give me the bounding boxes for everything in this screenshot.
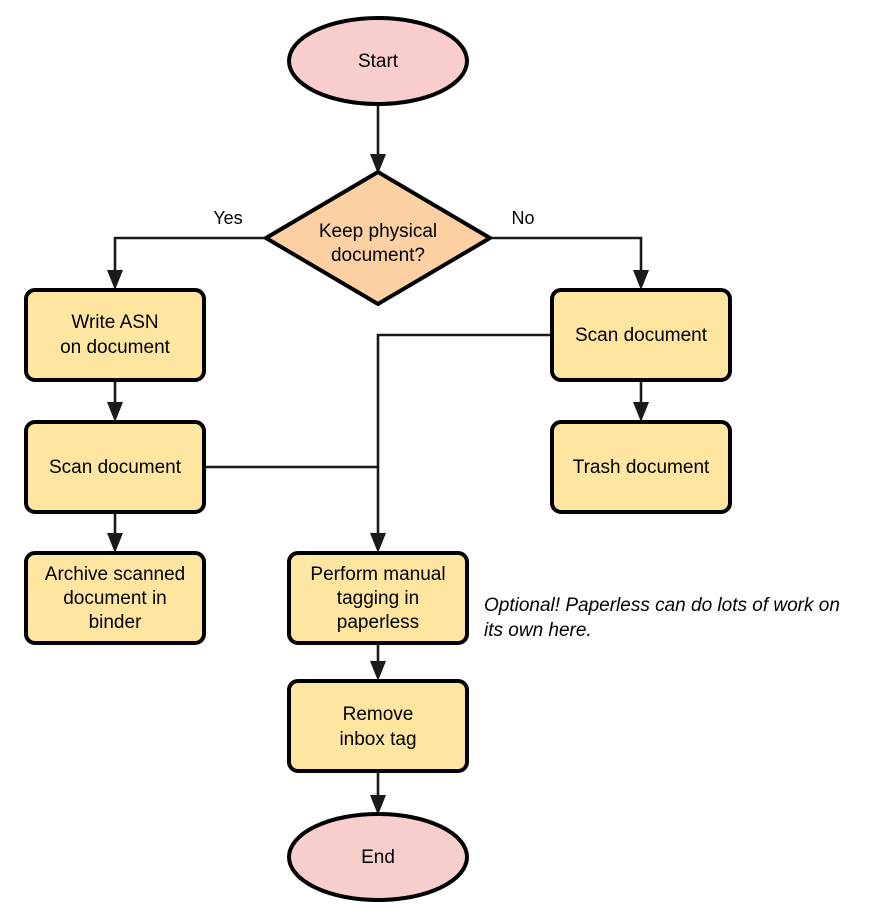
node-archive-scanned-document[interactable]: Archive scanned document in binder (24, 551, 206, 645)
edge-start-to-decision (370, 104, 386, 174)
edge-label-yes: Yes (213, 208, 242, 228)
arrowhead-icon (370, 795, 386, 815)
decision-diamond-shape[interactable] (264, 170, 492, 306)
scan-document-left-box-shape[interactable] (24, 420, 206, 514)
start-label: Start (358, 51, 399, 72)
edge-line-segment (376, 333, 552, 543)
edge-layer: Yes No (107, 104, 649, 815)
archive-label-line3: binder (89, 612, 142, 633)
scan-document-right-box-shape[interactable] (550, 288, 732, 382)
annotation-line1: Optional! Paperless can do lots of work … (484, 595, 840, 616)
edge-decision-yes-to-write-asn: Yes (107, 208, 265, 290)
edge-line-segment (490, 236, 643, 280)
trash-document-label: Trash document (573, 457, 710, 478)
edge-remove-inbox-to-end (370, 771, 386, 815)
arrowhead-icon (633, 270, 649, 290)
node-decision-keep-physical-document[interactable]: Keep physical document? (264, 170, 492, 306)
edge-decision-no-to-scan-right: No (490, 208, 649, 290)
arrowhead-icon (633, 402, 649, 422)
edge-write-asn-to-scan-left (107, 380, 123, 422)
annotation-optional-note: Optional! Paperless can do lots of work … (484, 595, 840, 641)
start-ellipse-shape[interactable] (287, 16, 469, 106)
node-scan-document-left[interactable]: Scan document (24, 420, 206, 514)
tagging-box-shape[interactable] (287, 551, 469, 645)
edge-tagging-to-remove-inbox (370, 643, 386, 681)
node-write-asn-on-document[interactable]: Write ASN on document (24, 288, 206, 382)
remove-inbox-label-line2: inbox tag (339, 729, 416, 750)
write-asn-box-shape[interactable] (24, 288, 206, 382)
scan-document-right-label: Scan document (575, 325, 708, 346)
decision-label-line2: document? (331, 245, 425, 266)
decision-label-line1: Keep physical (319, 221, 437, 242)
arrowhead-icon (370, 533, 386, 553)
arrowhead-icon (370, 661, 386, 681)
node-trash-document[interactable]: Trash document (550, 420, 732, 514)
end-ellipse-shape[interactable] (287, 812, 469, 902)
node-perform-manual-tagging[interactable]: Perform manual tagging in paperless (287, 551, 469, 645)
arrowhead-icon (107, 533, 123, 553)
edge-scan-right-to-tagging (370, 333, 552, 553)
node-scan-document-right[interactable]: Scan document (550, 288, 732, 382)
remove-inbox-box-shape[interactable] (287, 679, 469, 773)
arrowhead-icon (107, 270, 123, 290)
write-asn-label-line2: on document (60, 337, 171, 358)
arrowhead-icon (370, 154, 386, 174)
scan-document-left-label: Scan document (49, 457, 182, 478)
trash-document-box-shape[interactable] (550, 420, 732, 514)
node-end[interactable]: End (287, 812, 469, 902)
edge-label-no: No (511, 208, 534, 228)
archive-label-line2: document in (63, 588, 167, 609)
annotation-line2: its own here. (484, 620, 592, 641)
remove-inbox-label-line1: Remove (343, 704, 414, 725)
tagging-label-line3: paperless (337, 612, 419, 633)
archive-label-line1: Archive scanned (45, 564, 185, 585)
write-asn-label-line1: Write ASN (71, 312, 158, 333)
tagging-label-line1: Perform manual (310, 564, 445, 585)
edge-scan-right-to-trash (633, 380, 649, 422)
edge-line-segment (113, 236, 265, 280)
node-remove-inbox-tag[interactable]: Remove inbox tag (287, 679, 469, 773)
end-label: End (361, 847, 395, 868)
node-start[interactable]: Start (287, 16, 469, 106)
arrowhead-icon (107, 402, 123, 422)
archive-box-shape[interactable] (24, 551, 206, 645)
tagging-label-line2: tagging in (337, 588, 419, 609)
edge-scan-left-to-archive (107, 512, 123, 553)
